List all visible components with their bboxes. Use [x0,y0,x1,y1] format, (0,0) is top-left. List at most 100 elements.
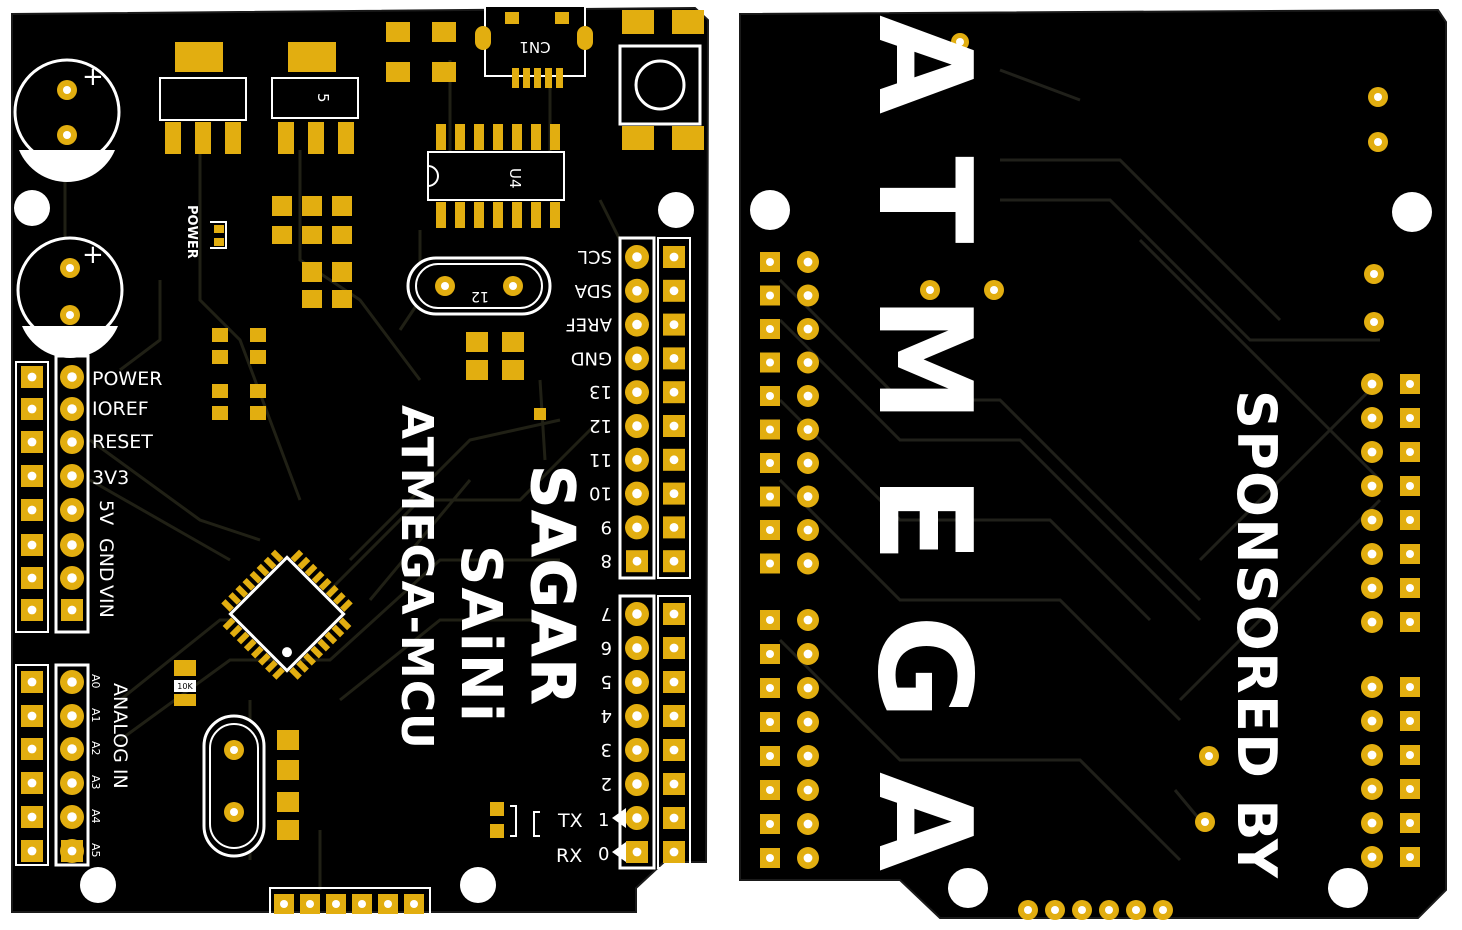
analog-pin-label: A4 [89,809,102,824]
microcontroller-qfp [221,549,353,680]
back-right-pad-hole [1367,784,1377,794]
regulator-2: 5 [271,42,359,154]
sponsor-label: SPONSORED BY [1225,390,1288,880]
back-left-pad-hole [803,559,813,568]
smd-group-top [386,22,456,82]
back-right-pad-hole [1367,716,1377,726]
regulator-label: 5 [314,93,332,103]
digital-pin-pad-hole [632,609,642,619]
back-left-pad-hole [766,325,774,333]
back-right-pad-hole [1406,550,1414,558]
power-pin-pad-hole [67,471,77,481]
digital-pin-pad-hole [632,455,642,465]
analog-pin-label: A1 [89,708,102,723]
digital-pin-pad-hole [632,319,642,330]
digital-right-pad-hole [669,745,679,755]
back-left-pad-hole [766,650,774,658]
back-left-pad-hole [803,391,813,401]
digital-pin-label: 11 [589,449,612,470]
digital-pin-pad-hole [632,353,642,364]
back-icsp-pad-hole [1132,906,1140,914]
analog-left-pad-hole [27,812,37,822]
regulator-1 [159,42,247,154]
analog-pin-pad-hole [67,778,77,788]
digital-pin-pad-hole [632,421,642,431]
analog-pin-label: A5 [89,843,102,858]
front-mount-hole [658,192,694,228]
back-left-pad-hole [803,358,813,367]
analog-pin-pad-hole [67,677,77,687]
digital-pin-label: 4 [601,705,612,726]
reset-button [618,10,704,150]
cn1-label: CN1 [519,38,550,56]
analog-left-pad-hole [27,744,37,754]
digital-pin-pad-hole [632,286,642,296]
power-pin-pad-hole [67,372,77,382]
resistor-label: 10K [177,682,193,691]
digital-pin-pad-hole [632,745,642,755]
power-pin-pad-hole [67,437,77,447]
back-mount-hole [1328,868,1368,908]
back-left-pad-hole [766,291,774,300]
back-left-pad-hole [766,459,774,467]
digital-pin-pad-hole [632,677,642,687]
board-name: ATMEGA-MCU [391,405,442,750]
power-led-label: POWER [184,205,199,259]
digital-pin-label: 9 [601,516,612,537]
back-left-pad-hole [803,785,813,795]
power-left-pad-hole [27,372,37,382]
power-left-pad-hole [27,505,37,515]
back-left-pad-hole [803,649,813,659]
back-left-pad-hole [766,358,774,367]
digital-right-pad-hole [669,354,679,363]
digital-pin-label: 8 [601,550,612,571]
analog-pin-pad-hole [67,744,77,754]
digital-pin-pad-hole [632,643,642,653]
back-right-pad-hole [1367,481,1377,491]
power-header-label: 3V3 [92,467,129,489]
digital-pin-label: SCL [578,246,612,267]
digital-right-pad-hole [669,387,679,397]
digital-pin-label: 1 [598,810,609,831]
icsp-pad-hole [384,900,392,908]
power-header-label: POWER [92,368,162,390]
analog-pin-pad-hole [67,846,77,856]
back-mount-hole [750,190,790,230]
back-mount-hole [948,868,988,908]
back-left-pad-hole [766,854,774,862]
digital-right-pad-hole [669,252,679,262]
capacitor-c1: + [13,58,121,183]
back-mount-hole [1392,192,1432,232]
power-header-label: IOREF [92,398,149,420]
digital-right-pad-hole [669,677,679,687]
digital-pin-label: AREF [565,314,612,335]
back-icsp-pads [1018,900,1173,920]
front-mount-hole [460,867,496,903]
back-left-pad-hole [803,324,813,334]
digital-right-pad-hole [669,609,679,619]
digital-pin-pad-hole [632,779,642,789]
back-right-pad-hole [1367,515,1377,525]
digital-pin-label: 10 [589,483,612,504]
plus-icon: + [82,240,104,270]
back-left-pad-hole [803,819,813,829]
analog-left-pad-hole [27,846,37,856]
power-left-pad-hole [27,540,37,550]
analog-left-pad-hole [27,711,37,721]
back-right-pad-hole [1406,380,1414,388]
back-right-pad-hole [1406,785,1414,793]
back-right-pad-hole [1367,413,1377,423]
analog-left-pad-hole [27,677,37,687]
back-left-pad-hole [766,616,774,624]
back-left-pad-hole [766,258,774,266]
back-left-pad-hole [803,683,813,693]
icsp-pad-hole [306,900,314,908]
back-right-pad-hole [1406,516,1414,524]
front-mount-hole [14,190,50,226]
back-left-pad-hole [803,492,813,501]
icsp-header [269,887,431,919]
back-board-outline [739,8,1447,919]
back-left-pad-hole [766,492,774,501]
resistor-10k: 10K [174,660,196,706]
